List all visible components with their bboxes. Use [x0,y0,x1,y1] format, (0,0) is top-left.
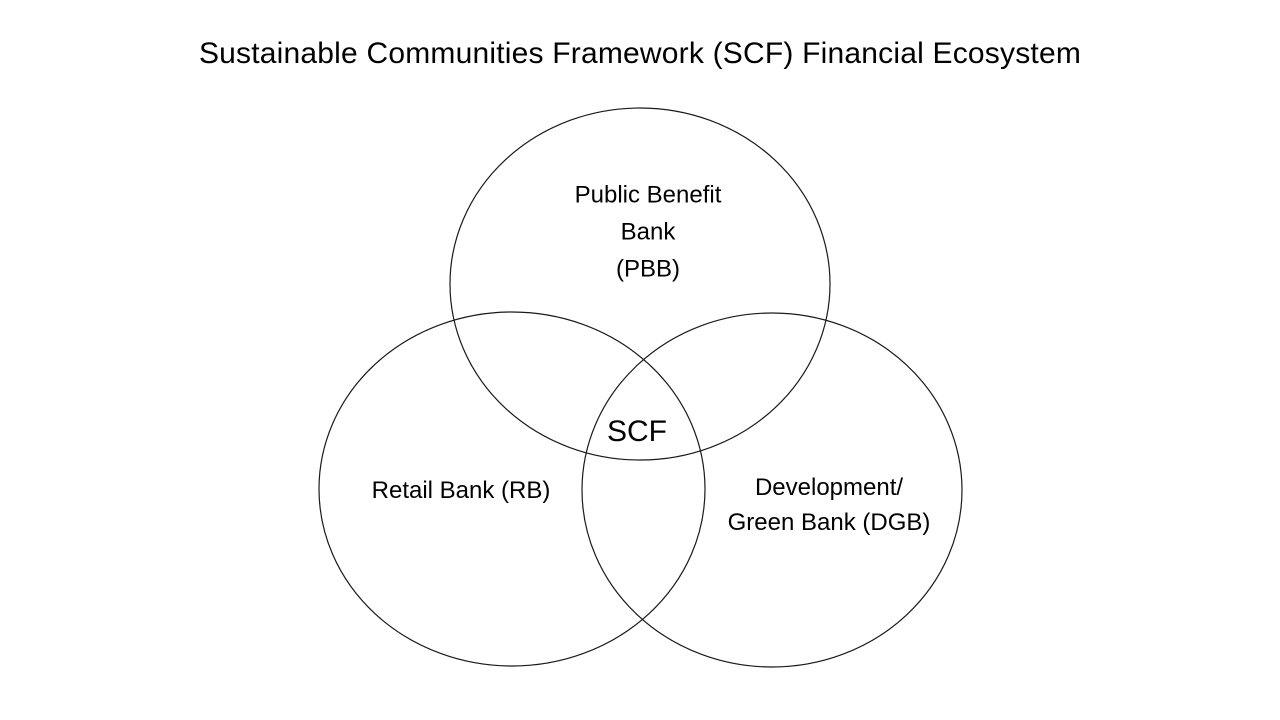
dgb-label-line-2: Green Bank (DGB) [727,509,931,536]
pbb-label-line-3: (PBB) [615,255,681,283]
pbb-label-line-2: Bank [620,218,676,246]
pbb-circle-label: Public Benefit Bank (PBB) [575,177,722,288]
dgb-circle-outline [581,312,963,668]
rb-circle-outline [318,311,706,667]
scf-overlap-label: SCF [607,415,667,448]
dgb-circle-label: Development/ Green Bank (DGB) [728,470,931,540]
pbb-label-line-1: Public Benefit [574,181,722,209]
rb-circle-label: Retail Bank (RB) [371,477,551,504]
dgb-label-line-1: Development/ [754,474,904,501]
pbb-circle-outline [449,107,831,461]
diagram-title: Sustainable Communities Framework (SCF) … [198,37,1082,70]
